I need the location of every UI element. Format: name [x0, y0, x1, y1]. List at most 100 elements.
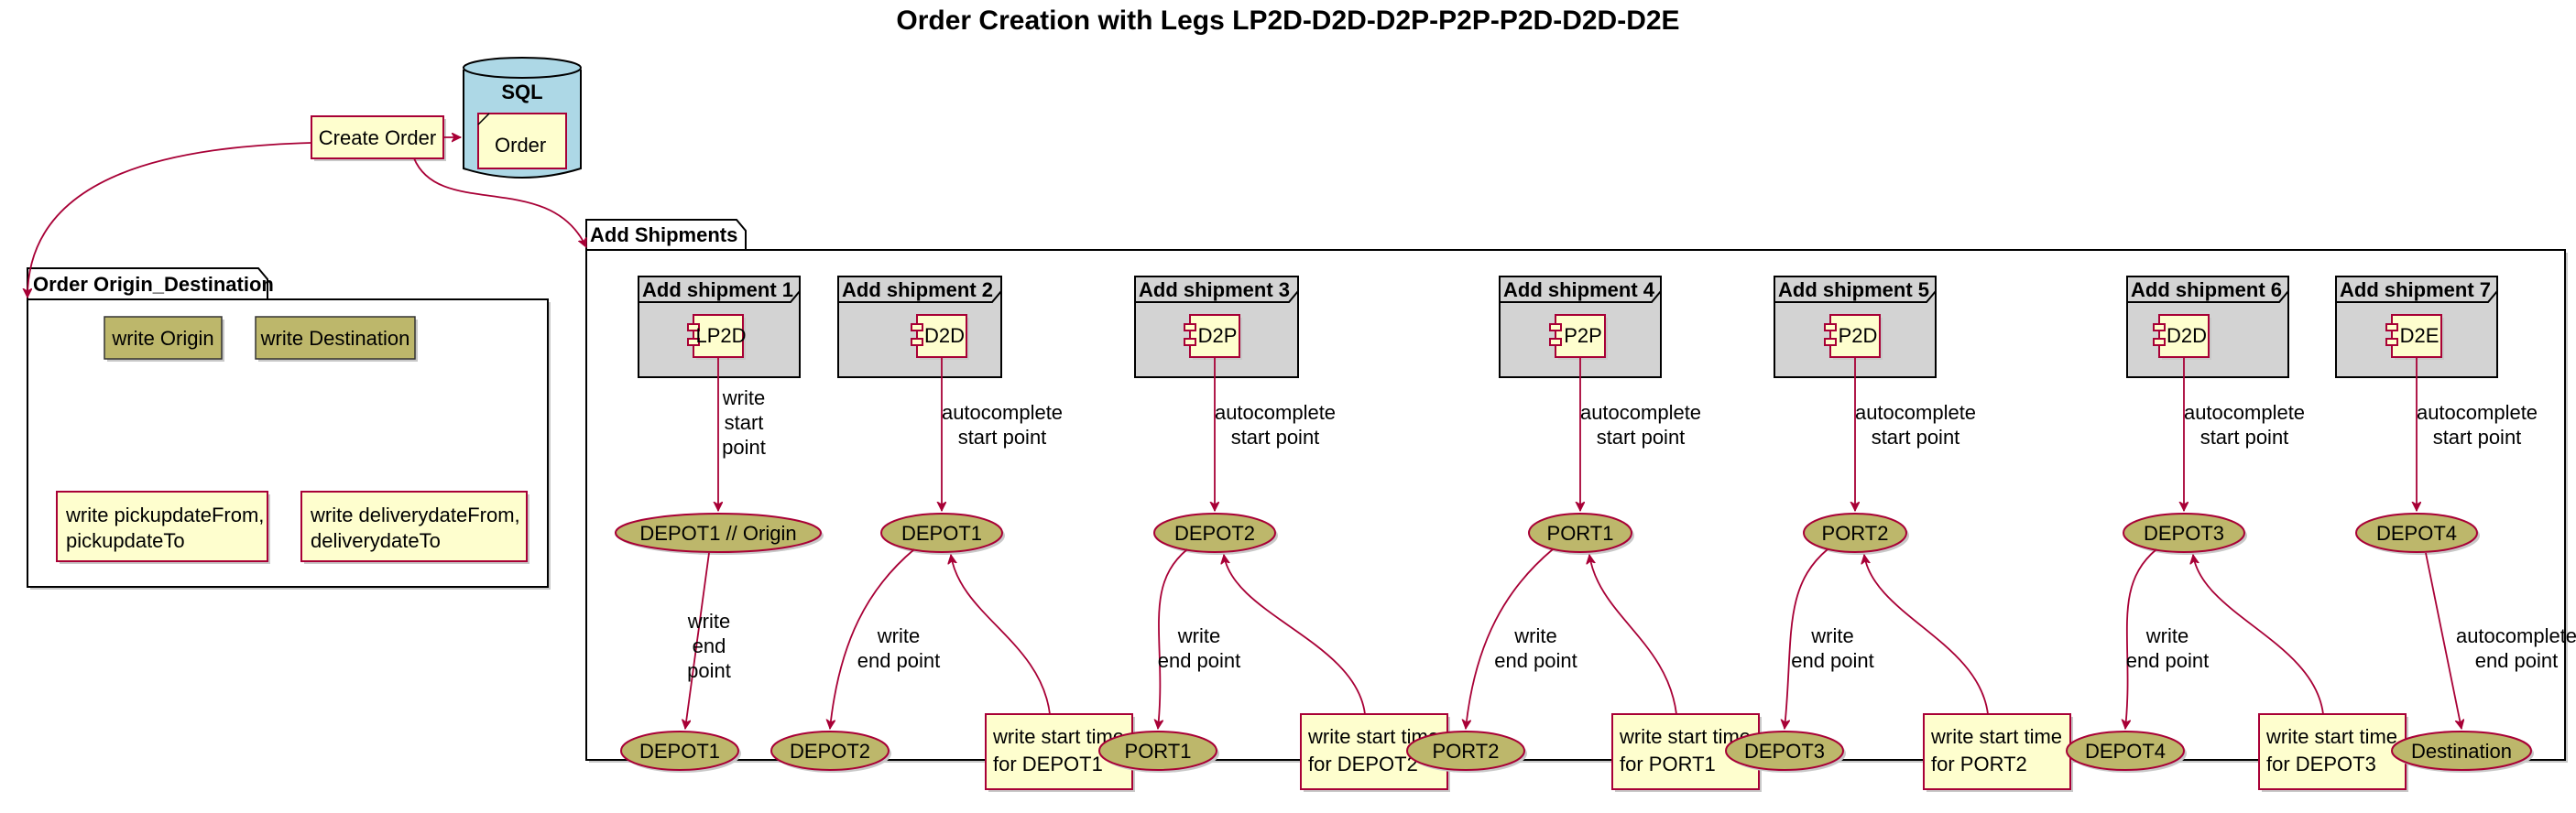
end-node-label: PORT2 [1433, 740, 1500, 763]
end-edge-label-line: write [687, 610, 730, 633]
start-node-label: DEPOT1 [901, 522, 982, 545]
end-edge-label-line: write [877, 624, 920, 647]
shipment-frame-title: Add shipment 6 [2131, 278, 2282, 301]
end-node-ellipse [1098, 731, 1217, 771]
start-node-ellipse [2123, 513, 2245, 553]
leg-component-label: D2P [1198, 324, 1238, 347]
edge-note-to-start [1864, 555, 1989, 715]
leg-component-label: D2D [2167, 324, 2207, 347]
pickup-date-box [56, 491, 268, 562]
start-edge-label-line: point [722, 436, 766, 459]
write-destination-box [255, 316, 416, 360]
start-node-ellipse [1153, 513, 1276, 553]
start-edge-label-line: start [725, 411, 764, 434]
shipment-column-7: Add shipment 7D2EDEPOT4autocompletestart… [2335, 276, 2576, 773]
edge-start-to-end [830, 548, 915, 729]
shipment-column-4: Add shipment 4P2PPORT1autocompletestart … [1406, 276, 1762, 792]
end-edge-label-line: write [1810, 624, 1853, 647]
start-time-note-line1: write start time [2265, 725, 2397, 748]
start-edge-label-line: start point [1597, 426, 1686, 449]
start-node-ellipse [880, 513, 1003, 553]
start-edge-label-line: start point [1231, 426, 1320, 449]
leg-component-box [2158, 314, 2210, 358]
shipment-column-6: Add shipment 6D2DDEPOT3autocompletestart… [2066, 276, 2408, 792]
start-node-ellipse [1528, 513, 1632, 553]
end-edge-label-line: end point [2126, 649, 2210, 672]
pickup-date-line2: pickupdateTo [66, 529, 185, 552]
edge-create-order-to-add-shipments [413, 157, 587, 247]
shipment-column-5: Add shipment 5P2DPORT2autocompletestart … [1725, 276, 2073, 792]
start-time-note-line2: for DEPOT2 [1308, 753, 1418, 775]
origin-destination-title: Order Origin_Destination [33, 273, 274, 296]
end-edge-label-line: write [1177, 624, 1220, 647]
leg-component-box [916, 314, 967, 358]
end-node-ellipse [770, 731, 890, 771]
end-node-ellipse [1406, 731, 1525, 771]
edge-start-to-end [2125, 548, 2157, 729]
start-time-note [1923, 713, 2071, 790]
start-time-note-line2: for DEPOT3 [2266, 753, 2376, 775]
edge-start-to-end [685, 552, 710, 729]
write-origin-box [104, 316, 223, 360]
write-destination-label: write Destination [260, 327, 410, 350]
create-order-label: Create Order [319, 126, 436, 149]
end-node-label: PORT1 [1125, 740, 1192, 763]
shipment-frame-title: Add shipment 1 [642, 278, 793, 301]
start-node-label: DEPOT3 [2144, 522, 2224, 545]
end-edge-label-line: end point [1791, 649, 1874, 672]
shipment-column-3: Add shipment 3D2PDEPOT2autocompletestart… [1098, 276, 1450, 792]
order-table-box [477, 113, 567, 169]
leg-component-box [1555, 314, 1606, 358]
edge-create-order-to-origin-destination [27, 142, 312, 298]
end-node-ellipse [1725, 731, 1844, 771]
origin-destination-package: Order Origin_Destination write Origin wr… [27, 267, 551, 590]
start-node-label: DEPOT4 [2376, 522, 2457, 545]
edge-note-to-start [1589, 555, 1677, 715]
end-edge-label-line: end point [2475, 649, 2559, 672]
end-edge-label-line: write [2145, 624, 2189, 647]
end-node-ellipse [620, 731, 739, 771]
edge-start-to-end [1785, 548, 1828, 729]
start-edge-label-line: write [722, 386, 765, 409]
add-shipments-title: Add Shipments [590, 223, 737, 246]
edge-note-to-start [1224, 555, 1366, 715]
start-time-note-line2: for PORT1 [1620, 753, 1716, 775]
end-edge-label-line: autocomplete [2456, 624, 2576, 647]
start-node-ellipse [615, 513, 822, 553]
end-edge-label-line: end [693, 634, 726, 657]
start-edge-label-line: autocomplete [1580, 401, 1701, 424]
leg-component-label: LP2D [695, 324, 746, 347]
delivery-date-box [300, 491, 528, 562]
leg-component-box [1189, 314, 1240, 358]
leg-component-box [1829, 314, 1881, 358]
leg-component-box [2391, 314, 2442, 358]
end-node-label: DEPOT3 [1744, 740, 1825, 763]
start-edge-label-line: autocomplete [942, 401, 1063, 424]
end-edge-label-line: write [1513, 624, 1556, 647]
end-node-label: DEPOT2 [790, 740, 870, 763]
end-node-label: DEPOT1 [639, 740, 720, 763]
start-node-ellipse [1803, 513, 1907, 553]
delivery-date-line2: deliverydateTo [311, 529, 441, 552]
end-edge-label-line: end point [1158, 649, 1241, 672]
edge-note-to-start [951, 555, 1051, 715]
start-edge-label-line: autocomplete [2417, 401, 2538, 424]
start-edge-label-line: autocomplete [2184, 401, 2305, 424]
shipment-frame-title: Add shipment 5 [1778, 278, 1929, 301]
start-time-note [2258, 713, 2407, 790]
leg-component-label: P2P [1564, 324, 1602, 347]
start-node-label: DEPOT1 // Origin [639, 522, 796, 545]
sql-database: SQL Order [463, 57, 582, 179]
start-edge-label-line: autocomplete [1855, 401, 1976, 424]
start-time-note-line2: for PORT2 [1931, 753, 2027, 775]
write-origin-label: write Origin [111, 327, 213, 350]
shipment-column-2: Add shipment 2D2DDEPOT1autocompletestart… [770, 276, 1135, 792]
top-edges [27, 137, 587, 298]
pickup-date-line1: write pickupdateFrom, [65, 504, 264, 526]
start-edge-label-line: autocomplete [1215, 401, 1336, 424]
shipment-frame-title: Add shipment 3 [1139, 278, 1290, 301]
leg-component-label: D2D [924, 324, 965, 347]
end-node-ellipse [2066, 731, 2185, 771]
